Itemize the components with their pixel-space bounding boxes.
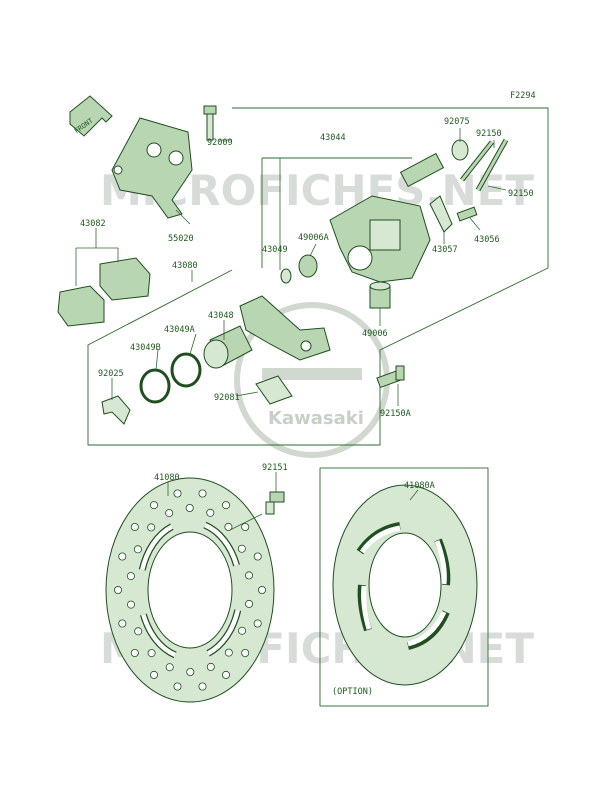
bolt-92150a: [376, 365, 405, 389]
disc-hole: [185, 503, 194, 512]
caliper-bracket: [111, 117, 193, 219]
disc-hole: [149, 501, 158, 510]
part-label: 43080: [172, 261, 198, 271]
part-label: 92150: [508, 189, 534, 199]
front-arrow: FRONT: [69, 95, 113, 137]
boot-49006a: [298, 254, 318, 278]
disc-hole: [149, 670, 158, 679]
part-label: 55020: [168, 234, 194, 244]
part-label: 43044: [320, 133, 346, 143]
disc-hole: [198, 489, 207, 498]
disc-hole: [130, 523, 139, 532]
part-label: 43049: [262, 245, 288, 255]
part-labels: 92009 55020 43082 43080 43044 92075 9215…: [80, 117, 534, 491]
disc-hole: [206, 508, 215, 517]
bolt-92150-b: [460, 140, 494, 182]
part-label: 43048: [208, 311, 234, 321]
bolt-92009: [203, 105, 217, 141]
seal-43049b: [139, 368, 171, 404]
disc-hole: [126, 572, 135, 581]
piston-43048: [203, 325, 253, 369]
disc-hole: [173, 682, 182, 691]
disc-hole: [257, 586, 266, 595]
disc-hole: [237, 544, 246, 553]
part-label: 43049A: [164, 325, 195, 335]
part-label: 49006: [362, 329, 388, 339]
disc-hole: [127, 600, 136, 609]
disc-hole: [130, 649, 139, 658]
disc-hole: [206, 662, 215, 671]
disc-hole: [241, 649, 250, 658]
shim-92081: [255, 375, 293, 405]
brake-disc-41080: [105, 477, 275, 703]
disc-hole: [133, 545, 142, 554]
brake-disc-41080a: [332, 484, 478, 686]
part-label: 43057: [432, 245, 458, 255]
disc-hole: [224, 522, 233, 531]
part-label: 92075: [444, 117, 470, 127]
part-label: 41080A: [404, 481, 435, 491]
slide-pin-92075: [399, 139, 469, 188]
disc-hole: [118, 619, 127, 628]
bolt-92151: [265, 491, 285, 515]
part-label: 92025: [98, 369, 124, 379]
sleeve-49006: [369, 281, 391, 309]
spring-92025: [101, 395, 131, 425]
part-label: 41080: [154, 473, 180, 483]
part-label: 43049B: [130, 343, 161, 353]
disc-hole: [244, 571, 253, 580]
bolt-92150-a: [475, 138, 509, 192]
part-label: 49006A: [298, 233, 329, 243]
option-disc-frame: [319, 467, 489, 707]
washer-43049: [280, 268, 292, 284]
disc-hole: [114, 586, 123, 595]
disc-hole: [238, 626, 247, 635]
part-label: 92081: [214, 393, 240, 403]
disc-hole: [221, 670, 230, 679]
disc-hole: [245, 599, 254, 608]
cap-43056: [456, 206, 478, 222]
part-label: 92150A: [380, 409, 411, 419]
seal-43049a: [170, 352, 202, 388]
part-label: 92150: [476, 129, 502, 139]
disc-hole: [186, 668, 195, 677]
disc-hole: [253, 619, 262, 628]
disc-slot: [140, 524, 174, 571]
part-label: 92151: [262, 463, 288, 473]
part-label: 43082: [80, 219, 106, 229]
caliper-assembly-frame: [87, 107, 549, 446]
disc-hole: [198, 682, 207, 691]
option-note: (OPTION): [332, 687, 373, 697]
disc-hole: [253, 552, 262, 561]
disc-hole: [118, 552, 127, 561]
disc-hole: [241, 523, 250, 532]
disc-hole: [173, 489, 182, 498]
brand-logo-text: Kawasaki: [268, 408, 364, 429]
leader-lines: [75, 128, 507, 531]
brake-pad-right: [99, 257, 151, 301]
disc-slot: [206, 609, 240, 656]
disc-hole: [147, 523, 156, 532]
part-label: 92009: [207, 138, 233, 148]
part-label: 43056: [474, 235, 500, 245]
figure-code: F2294: [510, 91, 536, 101]
disc-hole: [147, 649, 156, 658]
bleeder-43057: [429, 195, 453, 233]
disc-hole: [224, 648, 233, 657]
disc-hole: [165, 663, 174, 672]
disc-hole: [221, 501, 230, 510]
brake-pad-left: [57, 285, 105, 327]
disc-hole: [165, 509, 174, 518]
disc-slot: [141, 613, 177, 658]
disc-slot: [203, 522, 239, 567]
disc-hole: [134, 627, 143, 636]
